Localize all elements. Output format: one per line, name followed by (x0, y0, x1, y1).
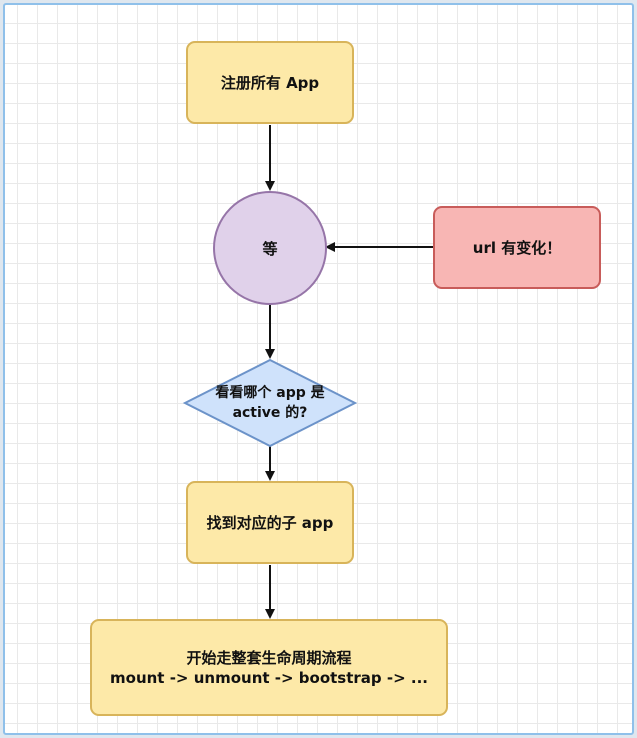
decision-diamond (182, 358, 358, 448)
url-change-label: url 有变化！ (472, 239, 562, 257)
find-app-node: 找到对应的子 app (186, 481, 354, 564)
lifecycle-label-line1: 开始走整套生命周期流程 (186, 648, 352, 667)
url-change-node: url 有变化！ (433, 206, 601, 289)
wait-node: 等 (213, 191, 327, 305)
decision-label: 看看哪个 app 是 active 的? (185, 375, 355, 431)
register-apps-label: 注册所有 App (220, 74, 320, 92)
lifecycle-node: 开始走整套生命周期流程 mount -> unmount -> bootstra… (90, 619, 448, 716)
diagram-edges (182, 125, 433, 619)
decision-label-line1: 看看哪个 app 是 (215, 385, 325, 401)
register-apps-node: 注册所有 App (186, 41, 354, 124)
lifecycle-label-line2: mount -> unmount -> bootstrap -> ... (110, 668, 428, 687)
decision-label-line2: active 的? (232, 405, 308, 421)
find-app-label: 找到对应的子 app (206, 514, 334, 532)
diagram-canvas: 注册所有 App 等 url 有变化！ 看看哪个 app 是 active 的?… (3, 3, 634, 735)
wait-label: 等 (262, 239, 278, 258)
